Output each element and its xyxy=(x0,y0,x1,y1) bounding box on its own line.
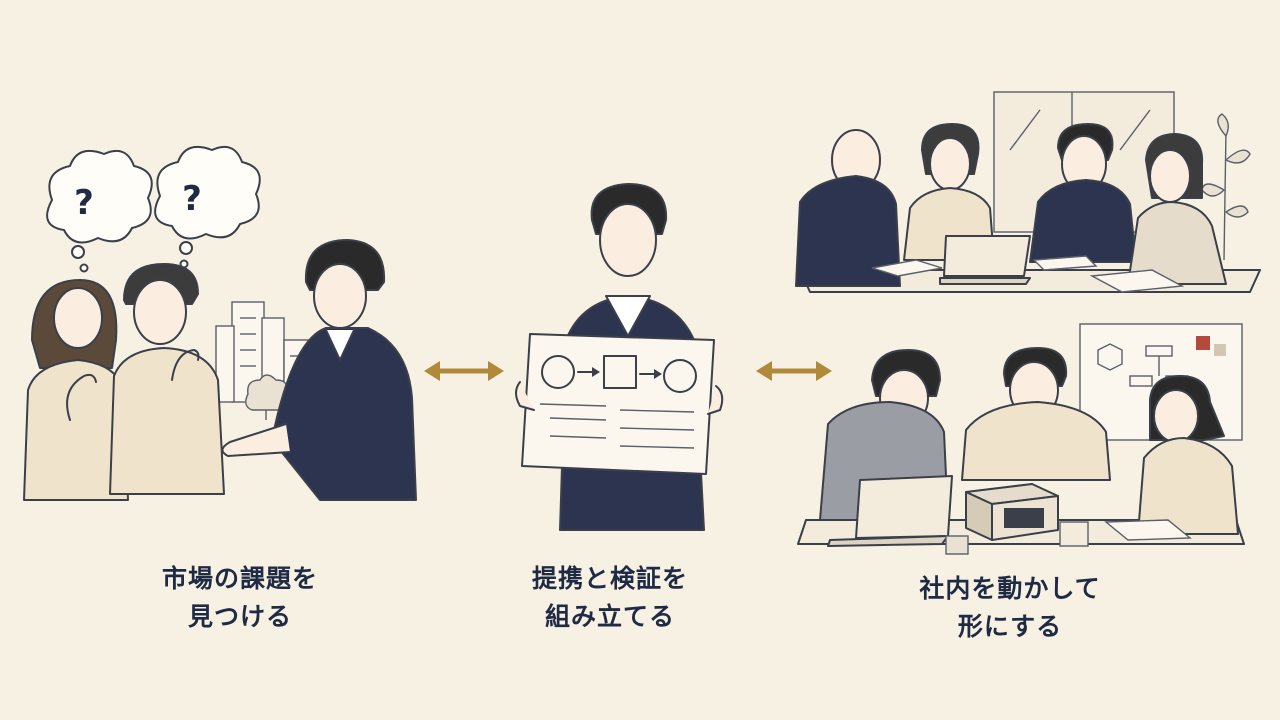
builder-3 xyxy=(1137,375,1239,535)
step3-caption-line2: 形にする xyxy=(957,612,1063,641)
step1-caption-line1: 市場の課題を xyxy=(161,564,318,593)
question-mark: ? xyxy=(182,179,202,219)
man-thinking xyxy=(109,263,225,495)
businessman xyxy=(221,239,417,501)
builder-2 xyxy=(961,347,1111,481)
meeting-person-3 xyxy=(1029,123,1137,263)
prototype-box-icon xyxy=(965,483,1059,541)
bidirectional-arrow-icon xyxy=(756,361,832,381)
step1-illustration: ? ? xyxy=(23,146,417,501)
meeting-person-4 xyxy=(1127,133,1227,285)
bidirectional-arrow-icon xyxy=(424,361,504,381)
step3-build-illustration xyxy=(797,323,1245,555)
laptop-icon xyxy=(939,235,1031,285)
step3-caption-line1: 社内を動かして xyxy=(919,574,1101,603)
step3-caption: 社内を動かして 形にする xyxy=(830,570,1190,646)
meeting-person-1 xyxy=(795,129,901,287)
step1-caption: 市場の課題を 見つける xyxy=(60,560,420,636)
step1-caption-line2: 見つける xyxy=(187,602,292,631)
flow-board-icon xyxy=(521,333,715,475)
step3-meeting-illustration xyxy=(795,91,1261,293)
step2-illustration xyxy=(515,183,724,531)
step2-caption: 提携と検証を 組み立てる xyxy=(430,560,790,636)
question-bubble-icon: ? xyxy=(46,150,153,273)
question-bubble-icon: ? xyxy=(154,146,261,269)
question-mark: ? xyxy=(74,183,94,223)
step2-caption-line1: 提携と検証を xyxy=(531,564,688,593)
step2-caption-line2: 組み立てる xyxy=(544,602,675,631)
woman-thinking xyxy=(23,279,129,501)
